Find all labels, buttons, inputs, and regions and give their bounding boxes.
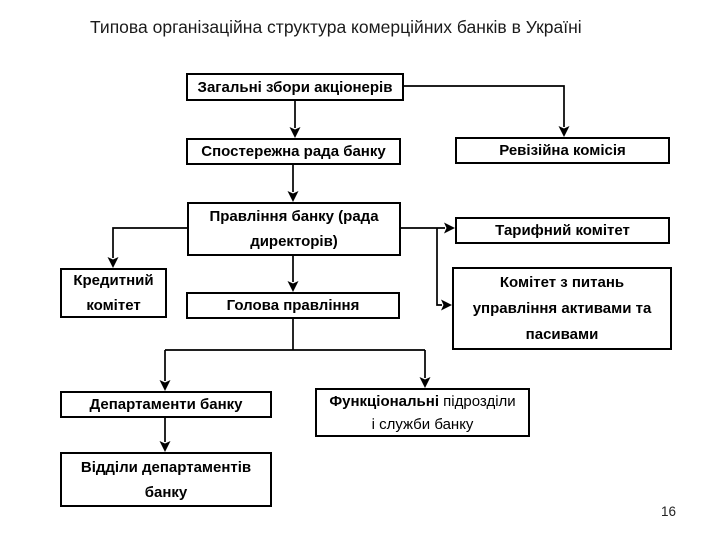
node-label: Департаменти банку	[89, 396, 243, 413]
node-label: Голова правління	[226, 297, 360, 314]
page-number: 16	[661, 504, 677, 519]
node-bank-management-board: Правління банку (рада директорів)	[187, 202, 401, 256]
node-label-line: Функціональні підрозділи	[329, 390, 515, 413]
connector-board-chairman	[287, 256, 299, 292]
slide-title: Типова організаційна структура комерційн…	[90, 17, 582, 37]
connector-chairman-departments-functional	[159, 319, 431, 391]
node-general-shareholders-meeting: Загальні збори акціонерів	[186, 73, 404, 101]
node-label: Ревізійна комісія	[499, 142, 626, 159]
connector-board-tariff	[401, 222, 455, 234]
connector-shareholders-supervisory	[289, 101, 301, 138]
node-label-line: директорів)	[250, 233, 338, 250]
node-label-line: і служби банку	[371, 415, 474, 433]
node-audit-commission: Ревізійна комісія	[455, 137, 670, 164]
node-label-line: Кредитний	[73, 272, 154, 289]
node-label-line: пасивами	[525, 325, 599, 343]
connector-shareholders-audit	[404, 85, 570, 137]
node-asset-liability-committee: Комітет з питань управління активами та …	[452, 267, 672, 350]
node-label-line: Комітет з питань	[499, 273, 625, 291]
node-label-bold-word: Функціональні	[329, 392, 439, 410]
node-label: Загальні збори акціонерів	[197, 78, 393, 96]
node-label-line: банку	[144, 483, 188, 501]
node-credit-committee: Кредитний комітет	[60, 268, 167, 318]
connector-supervisory-board	[287, 165, 299, 202]
node-label: Спостережна рада банку	[201, 143, 386, 160]
connector-departments-divisions	[159, 418, 171, 452]
node-department-subdivisions: Відділи департаментів банку	[60, 452, 272, 507]
node-label-line: Правління банку (рада	[209, 208, 379, 225]
node-label-rest: підрозділи	[439, 392, 516, 410]
node-label: Тарифний комітет	[495, 222, 630, 239]
connector-board-alco	[436, 228, 452, 311]
connector-board-credit	[107, 227, 187, 268]
node-label-line: комітет	[86, 297, 141, 314]
node-bank-departments: Департаменти банку	[60, 391, 272, 418]
node-functional-divisions: Функціональні підрозділи і служби банку	[315, 388, 530, 437]
node-supervisory-board: Спостережна рада банку	[186, 138, 401, 165]
node-label-line: управління активами та	[472, 299, 652, 317]
node-label-line: Відділи департаментів	[80, 458, 252, 476]
node-chairman-of-board: Голова правління	[186, 292, 400, 319]
node-tariff-committee: Тарифний комітет	[455, 217, 670, 244]
